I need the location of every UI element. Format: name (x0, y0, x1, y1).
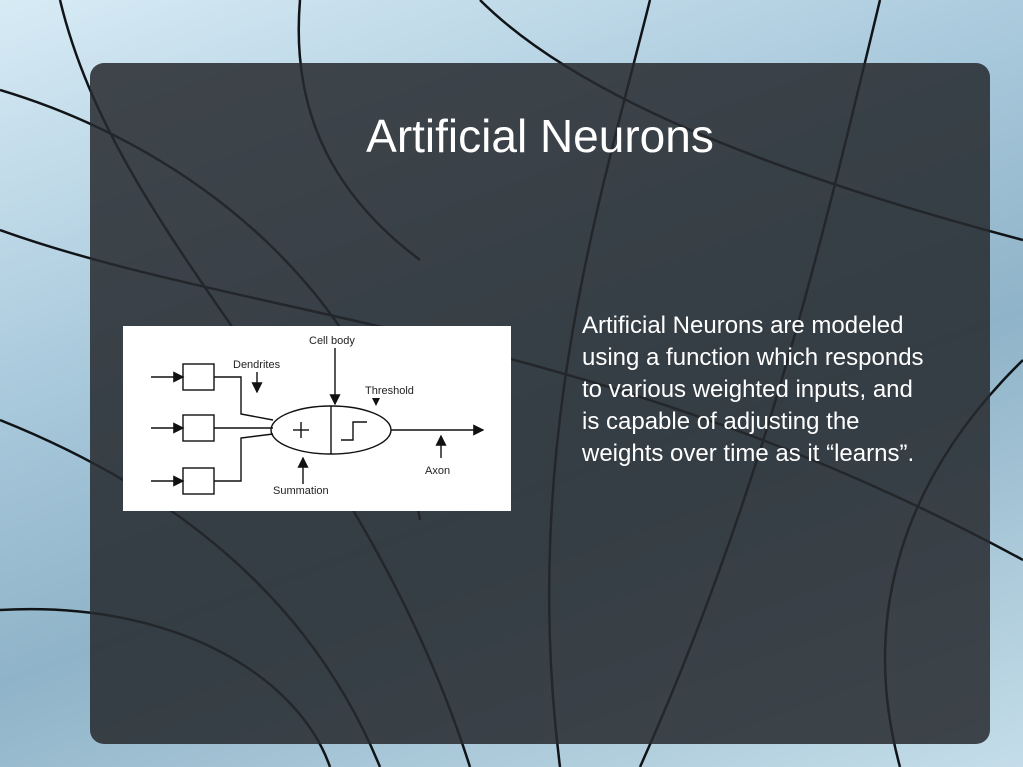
dendrite-line (214, 376, 274, 421)
label-cell-body: Cell body (309, 335, 355, 347)
neuron-diagram: Cell body Dendrites Threshold Axon Summa… (123, 326, 511, 511)
label-threshold: Threshold (365, 385, 414, 397)
input-box (182, 363, 215, 391)
slide-title: Artificial Neurons (366, 110, 714, 162)
label-dendrites: Dendrites (233, 359, 281, 371)
dendrite-line (214, 433, 274, 482)
threshold-pointer (372, 398, 380, 406)
slide-body-text: Artificial Neurons are modeled using a f… (582, 312, 924, 467)
step-function-icon (341, 421, 367, 441)
label-axon: Axon (425, 465, 450, 477)
label-summation: Summation (273, 485, 329, 497)
input-box (182, 414, 215, 442)
input-box (182, 467, 215, 495)
